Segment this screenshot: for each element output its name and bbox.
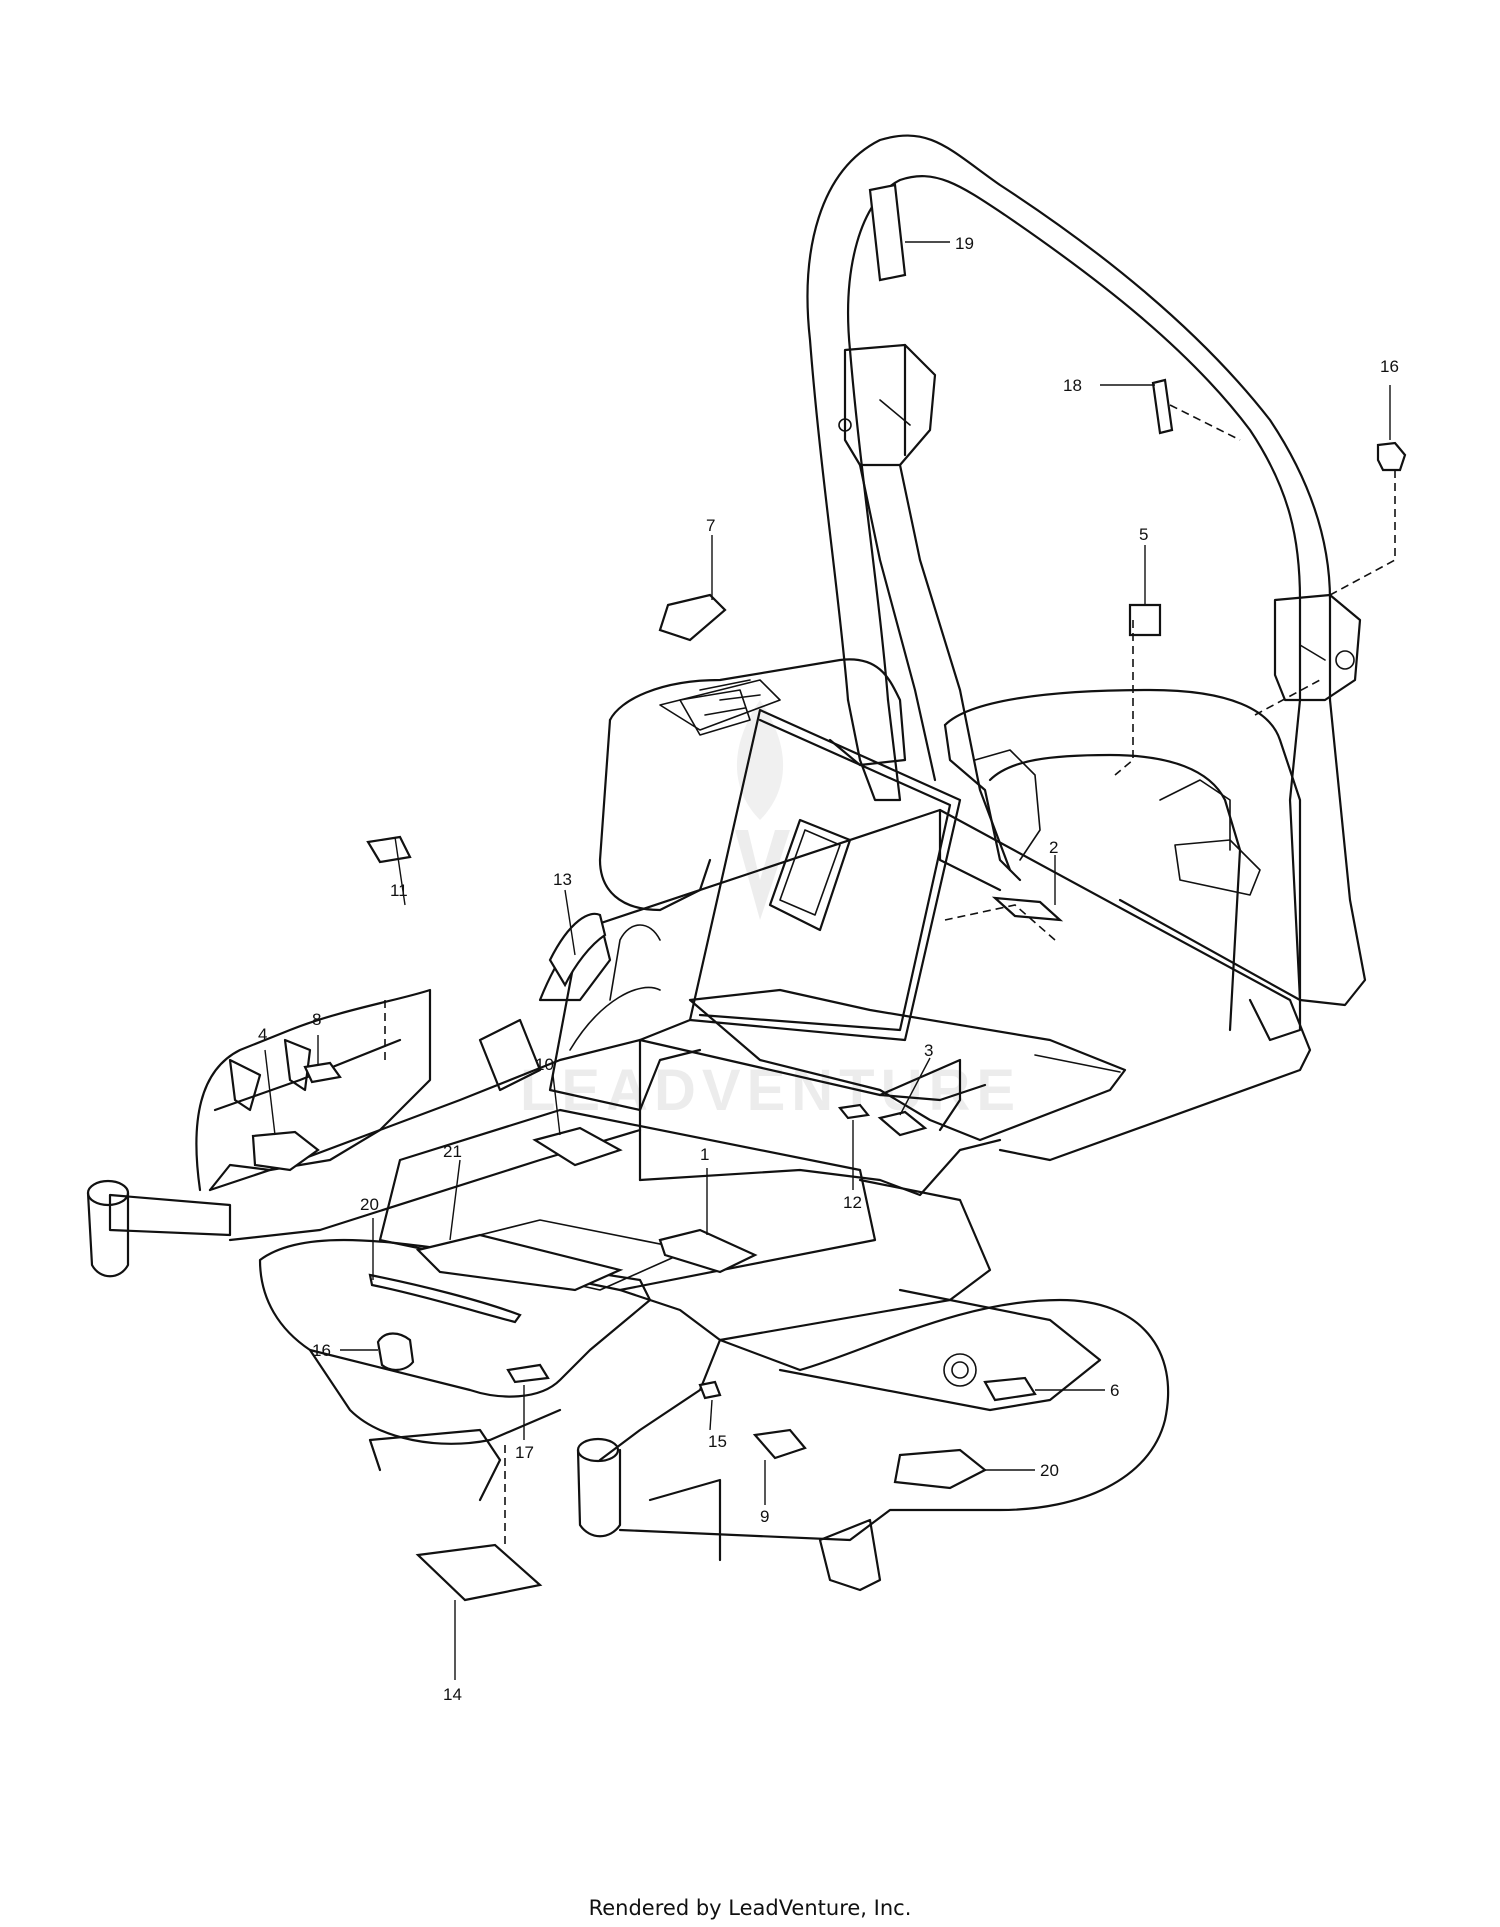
callout-1: 1 [700, 1145, 709, 1164]
decal-13 [548, 912, 607, 988]
callout-11: 11 [390, 881, 408, 900]
decals [251, 378, 1407, 1602]
assembly-lines [384, 404, 1396, 1545]
watermark: LEADVENTURE [520, 700, 1021, 1123]
callout-16-front: 16 [312, 1341, 331, 1360]
seat-plate-cutout [768, 818, 852, 932]
decal-1 [658, 1228, 758, 1274]
deck-fin-left [228, 1058, 262, 1112]
callout-10: 10 [535, 1055, 554, 1074]
decal-11 [366, 835, 412, 864]
decal-5 [1128, 603, 1162, 637]
decal-12 [837, 1103, 871, 1120]
callout-19: 19 [955, 234, 974, 253]
decal-8 [303, 1061, 342, 1084]
callout-17: 17 [515, 1443, 534, 1462]
watermark-text: LEADVENTURE [520, 1058, 1021, 1123]
rops-frame [806, 134, 1367, 1007]
callout-6: 6 [1110, 1381, 1119, 1400]
callout-2: 2 [1049, 838, 1058, 857]
leader-lines [264, 241, 1391, 1680]
callout-14: 14 [443, 1685, 462, 1704]
decal-7 [658, 593, 727, 642]
callout-3: 3 [924, 1041, 933, 1060]
decal-6 [983, 1376, 1037, 1402]
callouts: 1 2 3 4 5 6 7 8 9 10 11 12 13 14 15 16 1… [258, 234, 1399, 1704]
callout-20-deck: 20 [1040, 1461, 1059, 1480]
decal-3 [877, 1110, 928, 1137]
callout-16-top: 16 [1380, 357, 1399, 376]
decal-2 [991, 896, 1064, 922]
callout-15: 15 [708, 1432, 727, 1451]
callout-8: 8 [312, 1010, 321, 1029]
decal-4 [251, 1130, 320, 1172]
callout-5: 5 [1139, 525, 1148, 544]
main-frame [578, 658, 1312, 1162]
decal-14 [415, 1543, 543, 1602]
seat-fender [943, 688, 1302, 1042]
decal-21 [415, 1233, 624, 1292]
decal-19 [868, 183, 907, 282]
decal-9 [752, 1428, 807, 1460]
decal-20-deck [893, 1448, 988, 1490]
decal-17 [506, 1363, 550, 1384]
footer-credit: Rendered by LeadVenture, Inc. [588, 1896, 912, 1920]
decal-15 [698, 1380, 722, 1400]
callout-12: 12 [843, 1193, 862, 1212]
decal-18 [1151, 378, 1174, 435]
callout-4: 4 [258, 1025, 267, 1044]
callout-21: 21 [443, 1142, 462, 1161]
decal-20-front [368, 1273, 522, 1324]
callout-9: 9 [760, 1507, 769, 1526]
deck-frame [86, 918, 1170, 1592]
decal-10 [532, 1126, 623, 1167]
callout-7: 7 [706, 516, 715, 535]
decal-16-front [376, 1332, 415, 1371]
decal-16-top [1376, 441, 1407, 472]
callout-13: 13 [553, 870, 572, 889]
callout-18: 18 [1063, 376, 1082, 395]
callout-20-front: 20 [360, 1195, 379, 1214]
